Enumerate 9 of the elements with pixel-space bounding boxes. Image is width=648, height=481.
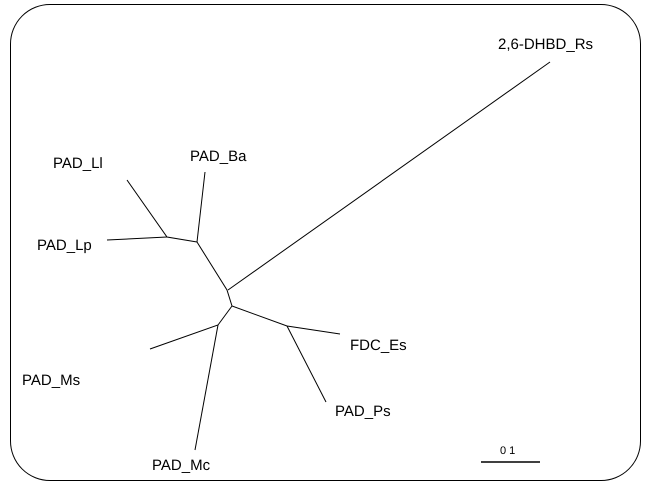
- taxon-label: PAD_Mc: [152, 458, 210, 473]
- taxon-label: PAD_Ll: [53, 156, 103, 171]
- taxon-label: PAD_Lp: [37, 238, 92, 253]
- taxon-label: PAD_Ps: [335, 404, 391, 419]
- taxon-label: 2,6-DHBD_Rs: [498, 37, 594, 52]
- taxon-label: FDC_Es: [350, 338, 407, 353]
- taxon-label: PAD_Ba: [190, 149, 246, 164]
- taxon-label: PAD_Ms: [22, 373, 80, 388]
- scale-label: 0 1: [500, 446, 516, 457]
